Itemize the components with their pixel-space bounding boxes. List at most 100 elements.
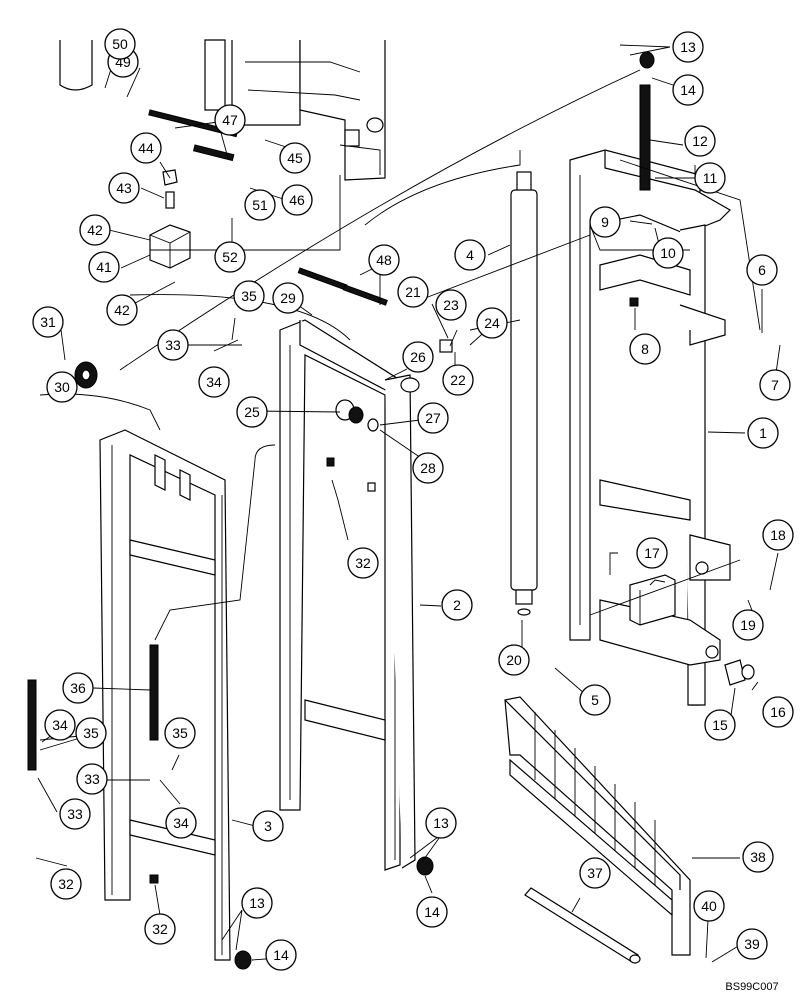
callout-13: 13: [241, 887, 273, 919]
block-part-41: [149, 169, 191, 269]
callout-34: 34: [44, 709, 76, 741]
callout-13: 13: [425, 807, 457, 839]
callout-circle: [441, 589, 473, 621]
callout-number: 18: [770, 527, 786, 543]
callout-number: 13: [249, 895, 265, 911]
callout-circle: [397, 276, 429, 308]
callout-number: 12: [692, 133, 708, 149]
inner-frame-part-3: [99, 429, 231, 961]
callout-number: 32: [58, 876, 74, 892]
callout-36: 36: [62, 672, 94, 704]
callout-number: 39: [744, 936, 760, 952]
callout-circle: [44, 709, 76, 741]
callout-30: 30: [46, 371, 78, 403]
callout-circle: [579, 857, 611, 889]
callout-43: 43: [108, 172, 140, 204]
callout-17: 17: [636, 537, 668, 569]
callout-number: 15: [712, 717, 728, 733]
callout-circle: [476, 307, 508, 339]
callout-11: 11: [694, 162, 726, 194]
callout-38: 38: [742, 841, 774, 873]
callout-22: 22: [442, 364, 474, 396]
callout-circle: [272, 282, 304, 314]
callout-number: 19: [740, 617, 756, 633]
callout-32: 32: [50, 868, 82, 900]
callout-circle: [265, 939, 297, 971]
reference-code: BS99C007: [725, 981, 778, 993]
callout-29: 29: [272, 282, 304, 314]
callout-45: 45: [279, 142, 311, 174]
callout-number: 14: [680, 82, 696, 98]
callout-circle: [402, 341, 434, 373]
callout-24: 24: [476, 307, 508, 339]
callout-number: 35: [172, 725, 188, 741]
callout-44: 44: [130, 132, 162, 164]
callout-number: 51: [252, 197, 268, 213]
callout-number: 34: [173, 815, 189, 831]
callout-12: 12: [684, 125, 716, 157]
callout-circle: [164, 717, 196, 749]
callout-circle: [762, 519, 794, 551]
callout-37: 37: [579, 857, 611, 889]
callout-48: 48: [368, 244, 400, 276]
callout-circle: [417, 402, 449, 434]
callout-20: 20: [498, 644, 530, 676]
callout-circle: [62, 672, 94, 704]
callout-circle: [130, 132, 162, 164]
callout-circle: [46, 371, 78, 403]
callout-circle: [747, 417, 779, 449]
callout-number: 27: [425, 410, 441, 426]
callout-50: 50: [104, 28, 136, 60]
callout-circle: [144, 913, 176, 945]
callout-circle: [165, 807, 197, 839]
upper-frame-section: [59, 39, 386, 181]
callout-circle: [244, 189, 276, 221]
callout-circle: [106, 294, 138, 326]
callout-47: 47: [214, 104, 246, 136]
callout-circle: [732, 609, 764, 641]
callout-number: 47: [222, 112, 238, 128]
callout-46: 46: [281, 184, 313, 216]
callout-circle: [59, 798, 91, 830]
callout-circle: [79, 214, 111, 246]
callout-number: 16: [770, 704, 786, 720]
callout-23: 23: [435, 289, 467, 321]
callout-number: 3: [264, 818, 272, 834]
callout-circle: [454, 239, 486, 271]
callout-number: 42: [87, 222, 103, 238]
callout-circle: [76, 763, 108, 795]
callout-number: 22: [450, 372, 466, 388]
callout-circle: [672, 74, 704, 106]
callout-circle: [629, 333, 661, 365]
callout-circle: [416, 896, 448, 928]
chains: [27, 84, 651, 771]
callout-number: 46: [289, 192, 305, 208]
callout-52: 52: [214, 241, 246, 273]
callout-circle: [214, 104, 246, 136]
callout-number: 41: [96, 259, 112, 275]
callout-31: 31: [32, 306, 64, 338]
callout-circle: [736, 928, 768, 960]
callout-33: 33: [59, 798, 91, 830]
callout-41: 41: [88, 251, 120, 283]
callout-13: 13: [672, 31, 704, 63]
callout-33: 33: [76, 763, 108, 795]
load-guard-part-38: [504, 696, 691, 956]
callout-circle: [704, 709, 736, 741]
callout-number: 1: [759, 425, 767, 441]
callout-circle: [104, 28, 136, 60]
callout-circle: [214, 241, 246, 273]
callout-circle: [50, 868, 82, 900]
callout-number: 42: [114, 302, 130, 318]
middle-frame-part-2: [279, 319, 420, 871]
callout-circle: [579, 684, 611, 716]
callout-number: 28: [420, 460, 436, 476]
callout-circle: [742, 841, 774, 873]
callout-42: 42: [79, 214, 111, 246]
callout-25: 25: [236, 396, 268, 428]
callout-number: 7: [771, 377, 779, 393]
callout-circle: [108, 172, 140, 204]
callout-39: 39: [736, 928, 768, 960]
callout-circle: [252, 810, 284, 842]
callout-9: 9: [589, 206, 621, 238]
